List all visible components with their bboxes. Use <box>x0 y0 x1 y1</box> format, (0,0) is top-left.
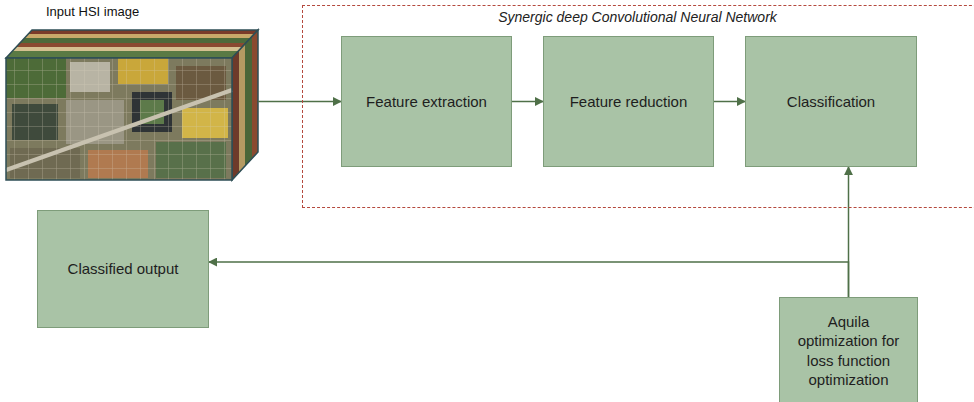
street-grid <box>6 58 232 180</box>
flow-arrow <box>512 101 543 103</box>
flow-arrow <box>209 262 849 297</box>
process-box: Feature extraction <box>341 36 512 167</box>
box-label: Feature reduction <box>570 92 688 112</box>
network-group: Synergic deep Convolutional Neural Netwo… <box>302 5 974 208</box>
box-label: Aquila optimization for loss function op… <box>788 312 909 390</box>
optimizer-box: Aquila optimization for loss function op… <box>779 297 918 402</box>
cube-side <box>232 30 258 180</box>
group-title: Synergic deep Convolutional Neural Netwo… <box>303 9 972 26</box>
process-box: Feature reduction <box>543 36 714 167</box>
cube-top <box>6 30 258 58</box>
flow-arrow <box>714 101 745 103</box>
flow-arrow <box>258 101 341 103</box>
cube-front <box>6 58 232 180</box>
cube-front-edge <box>6 58 232 180</box>
box-label: Classified output <box>68 259 179 279</box>
image-heading: Input HSI image <box>46 4 139 20</box>
box-label: Feature extraction <box>366 92 487 112</box>
output-box: Classified output <box>37 210 209 328</box>
box-label: Classification <box>787 92 875 112</box>
road <box>6 90 232 170</box>
hsi-cube <box>0 0 270 190</box>
image-node: Input HSI image <box>6 2 258 180</box>
process-box: Classification <box>745 36 917 167</box>
